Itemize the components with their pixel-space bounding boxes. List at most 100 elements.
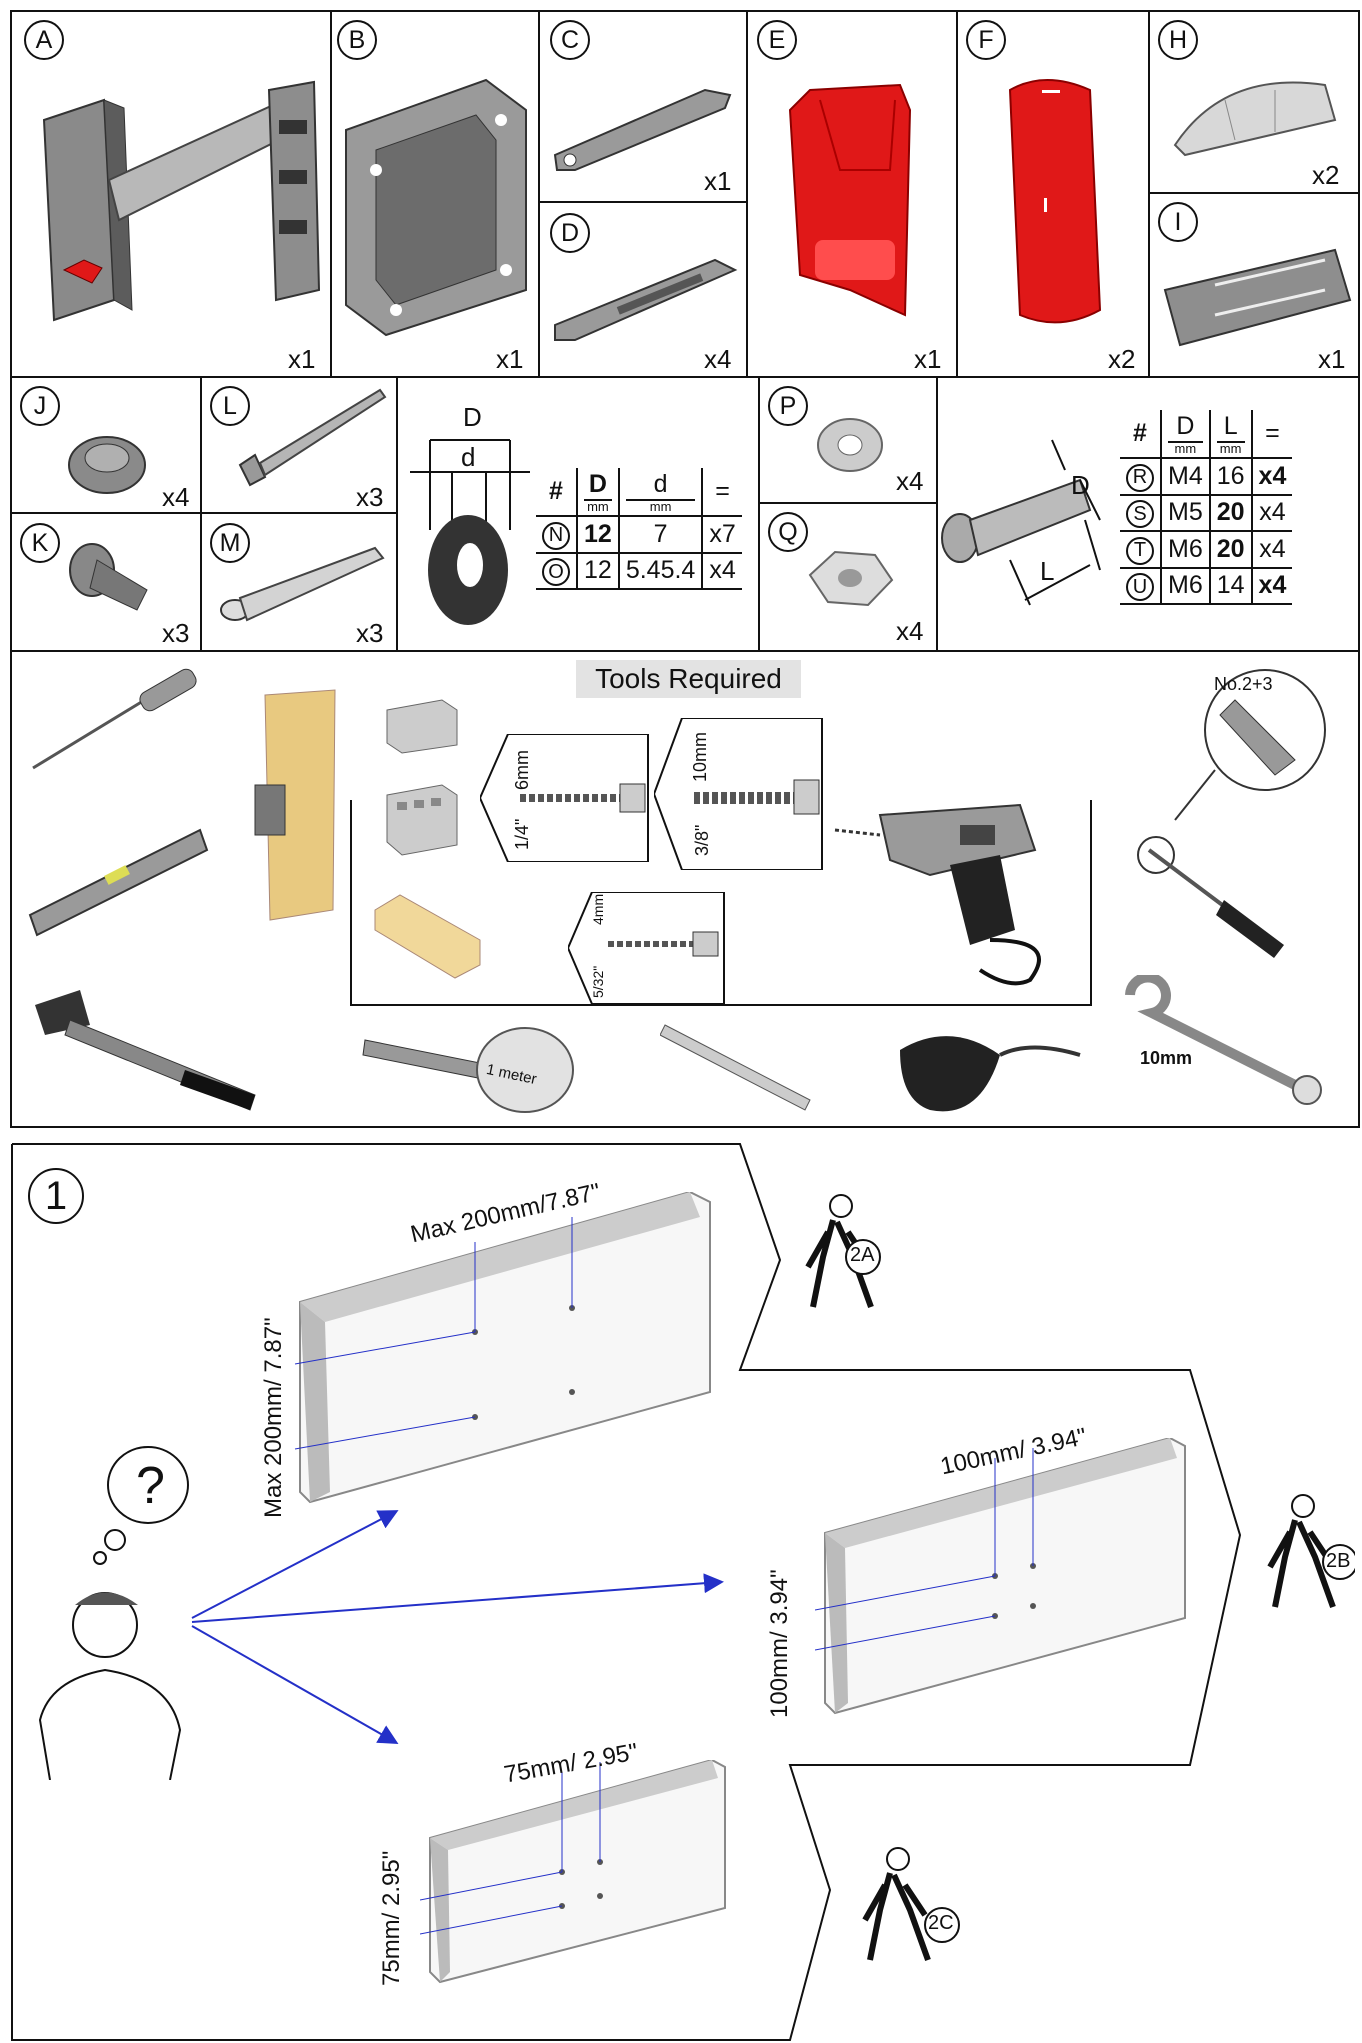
part-letter-b: B bbox=[337, 20, 377, 60]
red-cover-e-illustration bbox=[788, 83, 912, 317]
bolt-dim-D: D bbox=[1071, 470, 1090, 500]
part-letter-q: Q bbox=[768, 512, 808, 552]
screwdriver-size-label: No.2+3 bbox=[1214, 674, 1273, 694]
wood-stud-icon bbox=[254, 689, 336, 921]
table-header: # bbox=[1120, 410, 1161, 459]
table-row: O 12 5.45.4 x4 bbox=[536, 552, 742, 590]
table-row: U M6 14 x4 bbox=[1120, 567, 1293, 605]
drill-bit-imperial: 3/8" bbox=[692, 824, 712, 856]
tv-small-illustration bbox=[420, 1760, 726, 1984]
thinking-person-illustration bbox=[38, 1446, 189, 1780]
knob-j-illustration bbox=[68, 436, 146, 494]
divider bbox=[746, 10, 748, 377]
tv-small-vertical-dim: 75mm/ 2.95" bbox=[378, 1850, 405, 1986]
part-letter-j: J bbox=[20, 386, 60, 426]
walking-figure-icon bbox=[862, 1847, 960, 1962]
part-qty-h: x2 bbox=[1312, 160, 1340, 190]
step-number: 1 bbox=[28, 1168, 84, 1224]
part-letter-i: I bbox=[1158, 202, 1198, 242]
divider bbox=[1148, 192, 1360, 194]
divider bbox=[1148, 10, 1150, 377]
table-header: # bbox=[536, 468, 577, 517]
divider bbox=[936, 376, 938, 651]
bolt-dim-L: L bbox=[1040, 556, 1055, 586]
drill-bit-metric: 10mm bbox=[690, 731, 710, 782]
part-qty-j: x4 bbox=[162, 482, 190, 512]
wall-arm-illustration bbox=[42, 80, 321, 322]
part-qty-f: x2 bbox=[1108, 344, 1136, 374]
power-drill-icon bbox=[834, 803, 1041, 986]
parts-panel bbox=[10, 10, 1360, 1128]
part-qty-k: x3 bbox=[162, 618, 190, 648]
divider bbox=[10, 650, 1360, 652]
part-qty-m: x3 bbox=[356, 618, 384, 648]
table-header: = bbox=[1250, 410, 1293, 459]
washer-diagram bbox=[410, 439, 530, 625]
part-letter-f: F bbox=[966, 20, 1006, 60]
divider bbox=[200, 376, 202, 651]
part-letter-a: A bbox=[24, 20, 64, 60]
part-letter-c: C bbox=[550, 20, 590, 60]
safety-glasses-icon bbox=[900, 1036, 1081, 1112]
direction-arrows bbox=[191, 1510, 724, 1744]
part-qty-a: x1 bbox=[288, 344, 316, 374]
screw-l-illustration bbox=[238, 388, 387, 487]
part-qty-b: x1 bbox=[496, 344, 524, 374]
wrench-icon bbox=[1125, 975, 1322, 1105]
drill-bit-metric: 4mm bbox=[590, 893, 606, 925]
hollow-block-icon bbox=[386, 784, 458, 856]
divider bbox=[330, 10, 332, 377]
tools-title: Tools Required bbox=[576, 660, 801, 698]
part-qty-d: x4 bbox=[704, 344, 732, 374]
goto-step-2b: 2B bbox=[1326, 1550, 1351, 1572]
divider bbox=[396, 376, 398, 651]
wrench-size-label: 10mm bbox=[1140, 1048, 1193, 1068]
drill-bit-panel bbox=[654, 718, 823, 870]
question-mark: ? bbox=[136, 1457, 165, 1515]
washer-dim-D: D bbox=[463, 402, 482, 432]
nut-q-illustration bbox=[808, 550, 894, 607]
part-letter-k: K bbox=[20, 523, 60, 563]
magnifier-bubble-icon bbox=[1174, 669, 1326, 821]
red-cover-f-illustration bbox=[1008, 79, 1102, 324]
screwdriver-icon bbox=[1137, 836, 1284, 958]
divider bbox=[956, 10, 958, 377]
part-letter-m: M bbox=[210, 523, 250, 563]
divider bbox=[10, 376, 1360, 378]
part-letter-p: P bbox=[768, 386, 808, 426]
goto-step-2a: 2A bbox=[850, 1244, 875, 1266]
drill-bit-imperial: 1/4" bbox=[512, 818, 532, 850]
wall-plate-illustration bbox=[345, 78, 527, 337]
divider bbox=[758, 502, 936, 504]
part-qty-q: x4 bbox=[896, 616, 924, 646]
bolt-diagram bbox=[941, 439, 1101, 606]
part-letter-h: H bbox=[1158, 20, 1198, 60]
goto-step-2c: 2C bbox=[928, 1912, 954, 1934]
walking-figure-icon bbox=[805, 1194, 881, 1309]
bracket-d-illustration bbox=[554, 258, 738, 341]
washer-p-illustration bbox=[817, 418, 883, 472]
drill-bit-metric: 6mm bbox=[512, 750, 532, 790]
divider bbox=[10, 512, 396, 514]
drill-bit-imperial: 5/32" bbox=[590, 965, 606, 998]
part-qty-e: x1 bbox=[914, 344, 942, 374]
tv-medium-vertical-dim: 100mm/ 3.94" bbox=[766, 1569, 793, 1718]
wood-block-icon bbox=[374, 894, 481, 979]
part-letter-e: E bbox=[757, 20, 797, 60]
divider bbox=[758, 376, 760, 651]
tape-measure-icon bbox=[362, 1027, 574, 1113]
part-qty-i: x1 bbox=[1318, 344, 1346, 374]
divider bbox=[538, 10, 540, 377]
part-qty-c: x1 bbox=[704, 166, 732, 196]
part-letter-l: L bbox=[210, 386, 250, 426]
tv-large-illustration bbox=[294, 1192, 711, 1504]
table-row: S M5 20 x4 bbox=[1120, 494, 1293, 532]
pencil-icon bbox=[660, 1024, 811, 1111]
hammer-icon bbox=[35, 990, 256, 1111]
